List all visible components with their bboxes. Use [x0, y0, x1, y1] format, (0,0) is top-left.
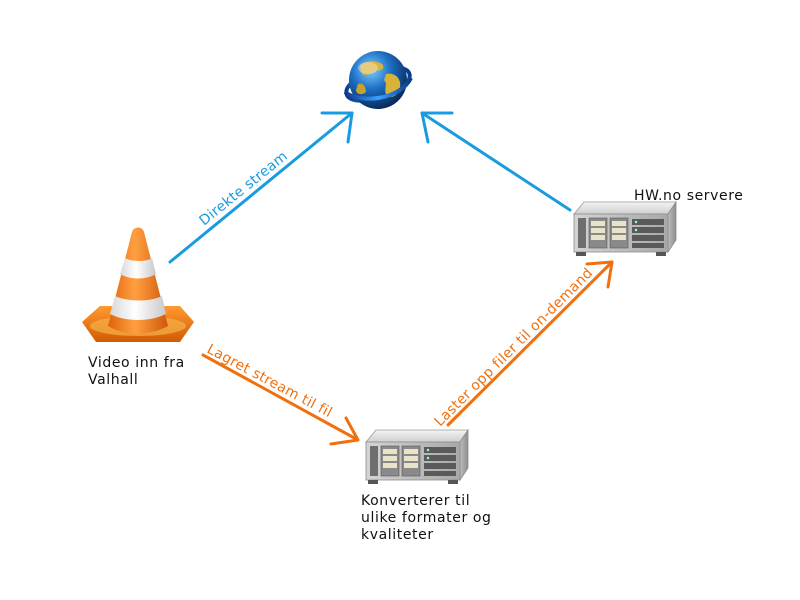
edge-label-saved-stream: Lagret stream til fil: [204, 341, 335, 421]
edge-upload-files: [446, 260, 614, 427]
hw-servers-label: HW.no servere: [634, 188, 744, 204]
edge-label-upload-files: Laster opp filer til on-demand: [432, 265, 597, 430]
hw-server-icon: [573, 201, 677, 257]
converter-label-line-2: ulike formater og: [361, 510, 492, 526]
edge-label-direct-stream: Direkte stream: [196, 148, 291, 229]
edge-saved-stream: [201, 353, 360, 446]
converter-server-icon: [365, 429, 469, 485]
hw-servers-label-line-1: HW.no servere: [634, 188, 744, 204]
edge-servers-to-internet: [420, 111, 572, 212]
converter-label-line-3: kvaliteter: [361, 527, 434, 543]
edge-direct-stream: [168, 111, 354, 264]
converter-label: Konverterer til ulike formater og kvalit…: [361, 493, 497, 543]
source-label-line-2: Valhall: [88, 372, 138, 388]
converter-label-line-1: Konverterer til: [361, 493, 470, 509]
source-label: Video inn fra Valhall: [88, 355, 190, 388]
vlc-cone-icon: [82, 227, 194, 342]
source-label-line-1: Video inn fra: [88, 355, 185, 371]
globe-icon: [343, 51, 413, 109]
